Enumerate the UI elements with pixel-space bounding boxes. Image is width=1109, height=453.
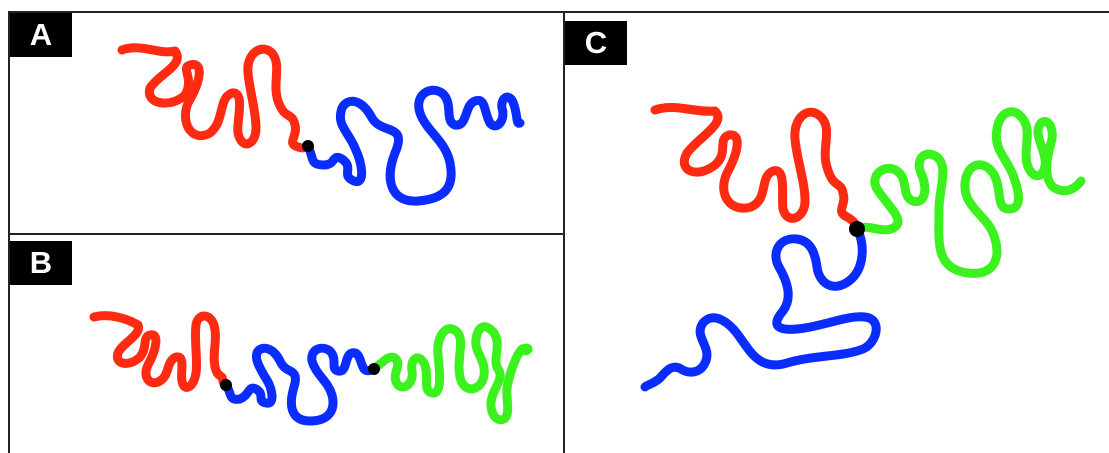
panel-b: B	[10, 235, 563, 453]
panel-label-a: A	[10, 13, 72, 57]
panel-label-c: C	[565, 21, 627, 65]
panel-a: A	[10, 13, 563, 233]
green-chain	[852, 107, 1086, 278]
green-chain	[369, 322, 533, 425]
panel-c: C	[565, 13, 1109, 453]
top-border	[8, 11, 1109, 13]
ab-divider	[8, 233, 564, 235]
center-divider	[563, 11, 565, 453]
junction-point	[849, 221, 865, 237]
diblock-diagram	[117, 43, 525, 206]
blue-chain	[640, 224, 881, 392]
red-chain	[89, 311, 231, 392]
blue-chain	[221, 343, 379, 426]
star-polymer-diagram	[640, 102, 1086, 392]
triblock-diagram	[89, 311, 533, 426]
junction-point-left	[220, 379, 232, 391]
red-chain	[117, 43, 313, 153]
blue-chain	[303, 85, 525, 206]
junction-point-right	[368, 363, 380, 375]
left-border	[8, 11, 10, 453]
junction-point	[302, 140, 314, 152]
red-chain	[650, 102, 862, 234]
panel-label-b: B	[10, 241, 72, 285]
